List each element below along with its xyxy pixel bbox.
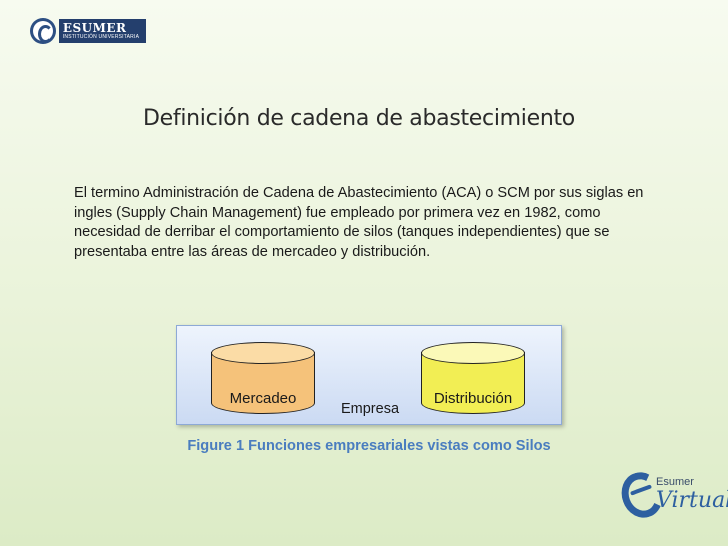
esumer-logo-box: ESUMER INSTITUCIÓN UNIVERSITARIA bbox=[58, 19, 146, 43]
esumer-logo-icon bbox=[30, 18, 56, 44]
slide-paragraph: El termino Administración de Cadena de A… bbox=[74, 185, 644, 260]
esumer-logo: ESUMER INSTITUCIÓN UNIVERSITARIA bbox=[30, 17, 146, 45]
slide-title: Definición de cadena de abastecimiento bbox=[143, 106, 575, 131]
virtual-logo-small: Esumer bbox=[656, 476, 694, 488]
empresa-label: Empresa bbox=[340, 401, 400, 417]
figure-caption: Figure 1 Funciones empresariales vistas … bbox=[187, 438, 551, 454]
esumer-logo-subtitle: INSTITUCIÓN UNIVERSITARIA bbox=[62, 34, 140, 40]
silo-distribucion-label: Distribución bbox=[433, 390, 513, 407]
esumer-logo-name: ESUMER bbox=[62, 21, 127, 35]
virtual-logo-big: Virtual bbox=[656, 488, 728, 513]
silo-diagram: Mercadeo Distribución Empresa bbox=[176, 325, 562, 425]
silo-mercadeo-label: Mercadeo bbox=[229, 390, 297, 407]
esumer-virtual-logo: Esumer Virtual bbox=[615, 466, 728, 524]
